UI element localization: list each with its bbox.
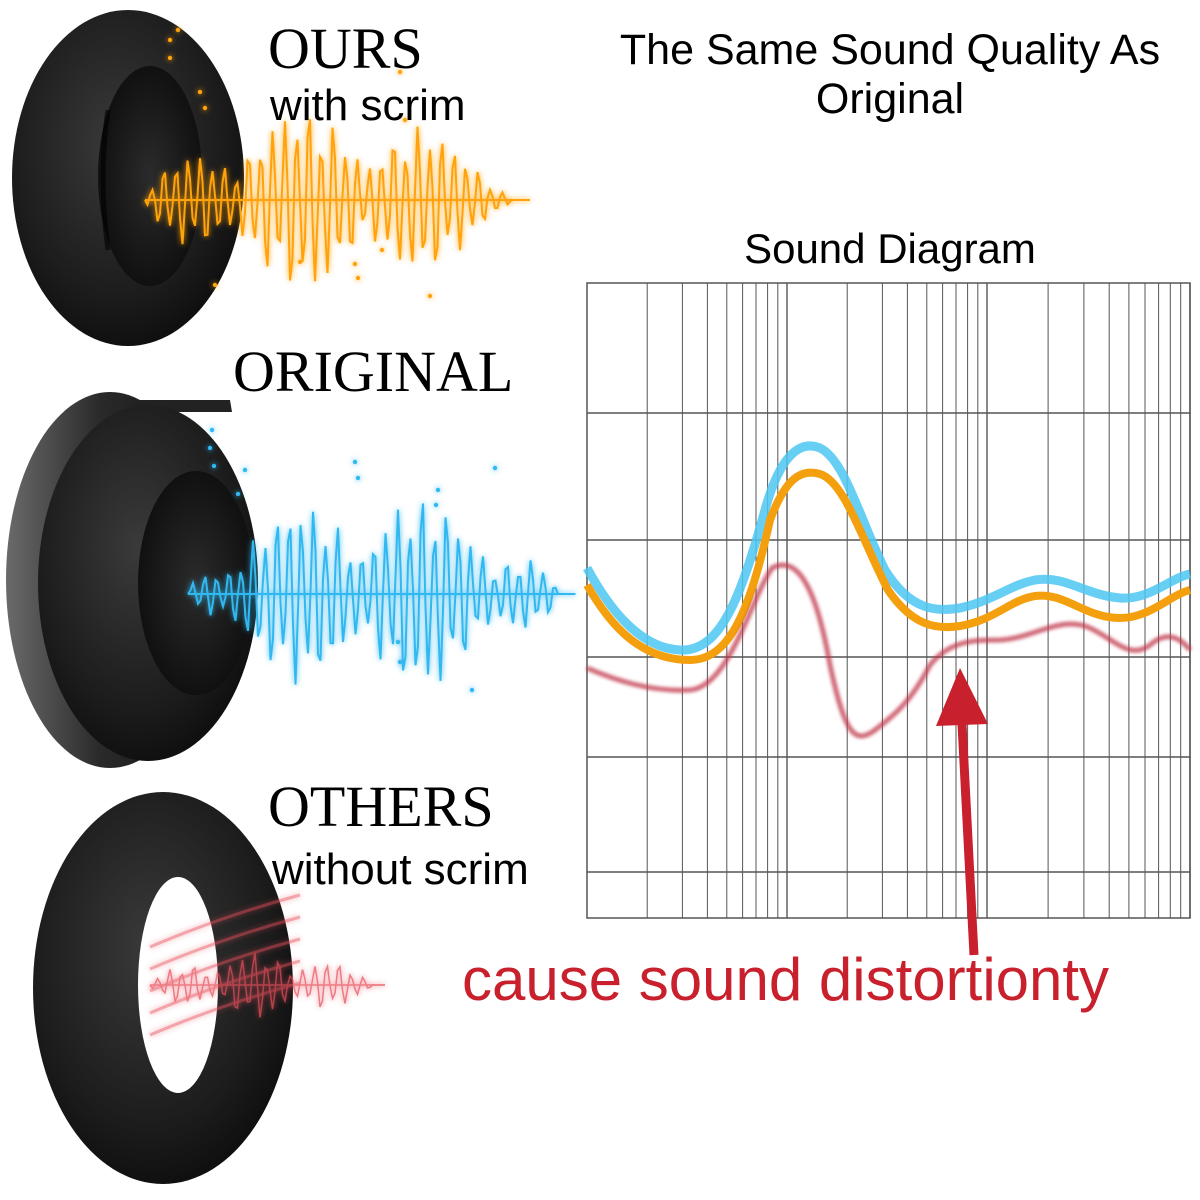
ours-curve [583,468,1192,665]
others-earpad [33,792,293,1184]
ours-earpad [12,10,244,346]
others-waveform [149,893,385,1037]
others-subtitle: without scrim [272,845,529,894]
headline: The Same Sound Quality As Original [619,26,1161,124]
others-curve [586,562,1192,739]
ours-waveform [144,27,530,299]
ours-subtitle: with scrim [270,81,466,130]
diagram-title: Sound Diagram [744,225,1036,272]
up-arrow-icon [936,668,988,956]
original-title: ORIGINAL [233,339,514,404]
original-curve [583,441,1192,655]
sound-diagram-curves [583,441,1192,739]
sound-diagram-grid [586,282,1191,919]
ours-title: OURS [268,16,423,81]
others-title: OTHERS [268,774,494,839]
original-waveform [187,427,576,693]
distortion-note: cause sound distortionty [462,946,1110,1013]
original-earpad [6,392,258,768]
